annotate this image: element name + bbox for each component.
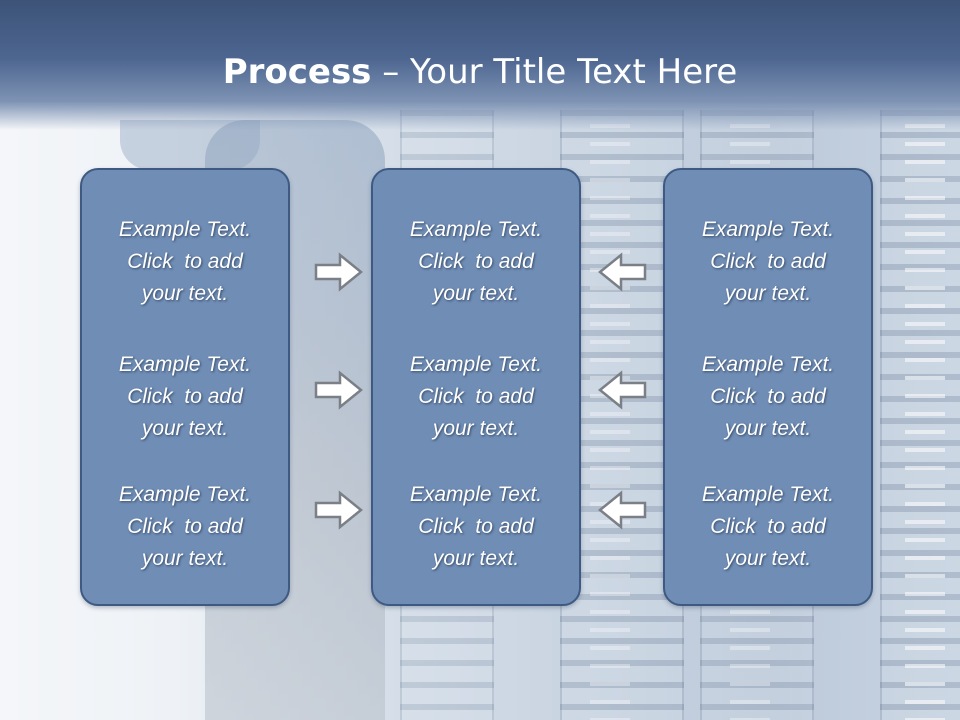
right-arrow-icon[interactable] xyxy=(314,490,364,530)
text-line: Click to add xyxy=(127,515,243,538)
text-line: Click to add xyxy=(418,515,534,538)
server-lights xyxy=(905,110,945,720)
text-line: Example Text. xyxy=(118,353,252,376)
left-arrow-icon[interactable] xyxy=(597,490,647,530)
text-line: Click to add xyxy=(418,250,534,273)
panel-text[interactable]: Example Text. Click to add your text. xyxy=(373,214,579,310)
text-line: Click to add xyxy=(127,250,243,273)
panel-text[interactable]: Example Text. Click to add your text. xyxy=(82,214,288,310)
text-line: your text. xyxy=(141,282,229,305)
server-lights xyxy=(590,110,630,720)
text-line: Click to add xyxy=(418,385,534,408)
text-line: Example Text. xyxy=(701,353,835,376)
text-line: your text. xyxy=(724,282,812,305)
panel-text[interactable]: Example Text. Click to add your text. xyxy=(373,349,579,445)
text-line: Example Text. xyxy=(701,483,835,506)
text-line: Example Text. xyxy=(409,218,543,241)
title-rest: – Your Title Text Here xyxy=(371,52,738,92)
title-bar xyxy=(0,0,960,130)
text-line: your text. xyxy=(432,547,520,570)
text-line: Example Text. xyxy=(118,218,252,241)
text-line: your text. xyxy=(724,417,812,440)
panel-text[interactable]: Example Text. Click to add your text. xyxy=(665,214,871,310)
process-panel-3[interactable]: Example Text. Click to add your text. Ex… xyxy=(663,168,873,606)
text-line: your text. xyxy=(432,282,520,305)
text-line: your text. xyxy=(432,417,520,440)
left-arrow-icon[interactable] xyxy=(597,370,647,410)
text-line: Example Text. xyxy=(409,483,543,506)
right-arrow-icon[interactable] xyxy=(314,252,364,292)
left-arrow-icon[interactable] xyxy=(597,252,647,292)
process-panel-1[interactable]: Example Text. Click to add your text. Ex… xyxy=(80,168,290,606)
text-line: Click to add xyxy=(710,385,826,408)
panel-text[interactable]: Example Text. Click to add your text. xyxy=(665,479,871,575)
text-line: your text. xyxy=(141,417,229,440)
right-arrow-icon[interactable] xyxy=(314,370,364,410)
text-line: Example Text. xyxy=(701,218,835,241)
panel-text[interactable]: Example Text. Click to add your text. xyxy=(82,349,288,445)
panel-text[interactable]: Example Text. Click to add your text. xyxy=(82,479,288,575)
process-panel-2[interactable]: Example Text. Click to add your text. Ex… xyxy=(371,168,581,606)
slide-title[interactable]: Process – Your Title Text Here xyxy=(0,52,960,92)
text-line: your text. xyxy=(141,547,229,570)
panel-text[interactable]: Example Text. Click to add your text. xyxy=(373,479,579,575)
panel-text[interactable]: Example Text. Click to add your text. xyxy=(665,349,871,445)
text-line: Click to add xyxy=(710,515,826,538)
text-line: Example Text. xyxy=(409,353,543,376)
text-line: Example Text. xyxy=(118,483,252,506)
text-line: Click to add xyxy=(127,385,243,408)
text-line: Click to add xyxy=(710,250,826,273)
text-line: your text. xyxy=(724,547,812,570)
title-bold: Process xyxy=(222,52,372,92)
